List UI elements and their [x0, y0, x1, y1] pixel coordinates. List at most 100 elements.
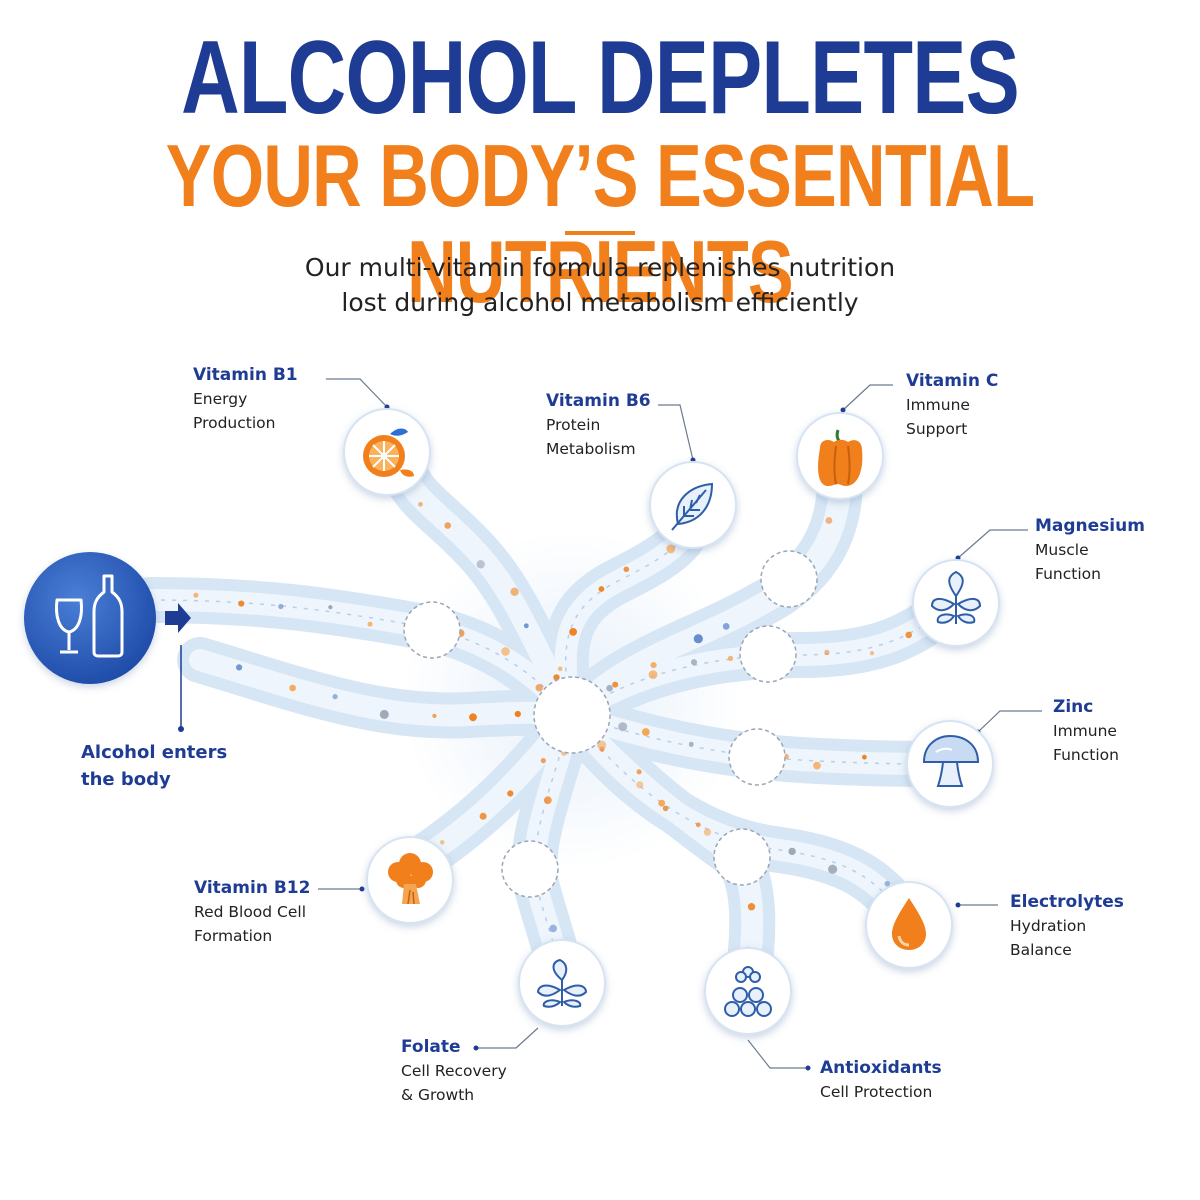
particle	[238, 600, 245, 607]
particle	[549, 924, 557, 933]
orange-slice-icon	[363, 428, 414, 477]
depletion-circle	[403, 601, 461, 659]
particle	[636, 781, 644, 789]
subtitle-line1: Our multi-vitamin formula replenishes nu…	[304, 253, 896, 282]
wine-bottle-icon	[55, 574, 124, 658]
particle	[557, 666, 563, 672]
nutrient-name: Magnesium	[1035, 516, 1145, 536]
label-magnesium: Magnesium Muscle Function	[1035, 514, 1145, 586]
particle	[825, 517, 833, 524]
label-vitamin-b12: Vitamin B12 Red Blood Cell Formation	[194, 876, 310, 948]
particle	[618, 722, 628, 732]
particle	[648, 670, 658, 679]
depletion-circle	[760, 550, 818, 608]
particle	[328, 605, 333, 610]
nutrient-desc: Energy	[193, 390, 248, 408]
nutrient-desc: Immune	[906, 396, 970, 414]
particle	[540, 758, 546, 764]
particle	[727, 655, 734, 662]
particle	[597, 740, 607, 750]
particle	[606, 684, 613, 692]
particle	[193, 592, 199, 598]
nutrient-name: Vitamin B1	[193, 365, 298, 385]
berries-icon	[724, 966, 772, 1017]
label-vitamin-b6: Vitamin B6 Protein Metabolism	[546, 389, 651, 461]
particle	[747, 903, 756, 911]
particle	[418, 501, 423, 507]
node-vitamin-b12	[366, 836, 454, 924]
particle	[666, 544, 676, 554]
nutrient-desc: Muscle	[1035, 541, 1089, 559]
depletion-circle	[501, 840, 559, 898]
node-electrolytes	[865, 881, 953, 969]
connector-antioxidants	[747, 1039, 808, 1069]
particle	[788, 847, 796, 856]
alcohol-label-line1: Alcohol enters	[81, 742, 228, 763]
particle	[641, 728, 650, 736]
node-zinc	[906, 720, 994, 808]
alcohol-source	[24, 552, 191, 732]
broccoli-icon	[388, 853, 433, 905]
nutrient-name: Vitamin C	[906, 371, 999, 391]
particle	[623, 566, 630, 573]
particle	[695, 822, 701, 828]
alcohol-label: Alcohol enters the body	[81, 739, 227, 793]
label-antioxidants: Antioxidants Cell Protection	[820, 1056, 942, 1104]
nutrient-nodes	[343, 408, 1000, 1035]
particle	[690, 659, 698, 666]
particle	[440, 840, 445, 845]
depletion-circle	[713, 828, 771, 886]
nutrient-desc: Balance	[1010, 941, 1072, 959]
particle	[543, 796, 552, 805]
nutrient-name: Vitamin B6	[546, 391, 651, 411]
node-vitamin-b6	[649, 461, 737, 549]
particle	[510, 587, 519, 596]
label-folate: Folate Cell Recovery & Growth	[401, 1035, 507, 1107]
particle	[469, 713, 477, 722]
particle	[444, 522, 452, 529]
particle	[379, 709, 389, 719]
particle	[535, 684, 543, 692]
alcohol-label-line2: the body	[81, 769, 171, 790]
nutrient-desc: Red Blood Cell	[194, 903, 307, 921]
particle	[828, 864, 838, 874]
sprout-icon	[536, 958, 588, 1008]
particle	[813, 761, 821, 770]
nutrient-name: Electrolytes	[1010, 892, 1124, 912]
connector-vitamin-b1	[326, 378, 388, 408]
connector-zinc	[977, 710, 1042, 733]
label-electrolytes: Electrolytes Hydration Balance	[1010, 890, 1124, 962]
depletion-circles	[403, 550, 818, 898]
nutrient-desc: Cell Protection	[820, 1083, 933, 1101]
particle	[636, 769, 642, 775]
title-divider	[565, 231, 635, 235]
label-vitamin-b1: Vitamin B1 Energy Production	[193, 363, 298, 435]
depletion-circle	[739, 625, 797, 683]
mushroom-icon	[922, 734, 980, 787]
bell-pepper-icon	[818, 429, 863, 486]
arrow-right-icon	[165, 603, 191, 633]
particle	[869, 651, 875, 656]
particle	[688, 741, 694, 747]
particle	[476, 560, 485, 569]
particle	[332, 694, 338, 700]
particle	[650, 662, 657, 669]
alcohol-circle	[24, 552, 156, 684]
particle	[514, 710, 521, 718]
nutrient-desc: Metabolism	[546, 440, 636, 458]
nutrient-desc: Formation	[194, 927, 273, 945]
nutrient-desc: Support	[906, 420, 968, 438]
nutrient-name: Zinc	[1053, 697, 1094, 717]
nutrient-desc: & Growth	[401, 1086, 475, 1104]
particle	[862, 754, 867, 760]
particle	[703, 828, 712, 836]
particle	[501, 647, 510, 656]
node-vitamin-b1	[343, 408, 431, 496]
connector-vitamin-b6	[658, 404, 694, 461]
subtitle: Our multi-vitamin formula replenishes nu…	[0, 250, 1200, 320]
page-title-line2: YOUR BODY’S ESSENTIAL NUTRIENTS	[165, 126, 1035, 321]
nutrient-desc: Cell Recovery	[401, 1062, 507, 1080]
particle	[662, 805, 669, 812]
connector-magnesium	[957, 529, 1028, 559]
